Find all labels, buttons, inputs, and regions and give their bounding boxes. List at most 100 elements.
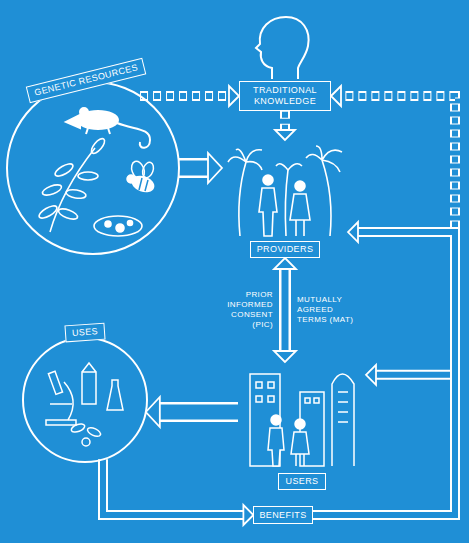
- users-drawing: [296, 454, 304, 466]
- head-silhouette: [256, 17, 309, 79]
- users-drawing: [256, 396, 262, 402]
- flow-arrow: [179, 153, 222, 183]
- arrow-fill: [313, 96, 455, 515]
- rat-drawing: [117, 123, 150, 148]
- flow-arrow: [146, 397, 238, 427]
- rat-drawing: [66, 108, 150, 148]
- arrow-fill: [313, 232, 455, 515]
- users-drawing: [314, 398, 319, 403]
- providers-drawing: [285, 170, 288, 236]
- users-drawing: [268, 382, 274, 388]
- providers-drawing: [322, 160, 331, 236]
- arrow-head: [331, 86, 341, 106]
- flow-arrow: [313, 365, 455, 515]
- node-label: USES: [64, 323, 105, 343]
- providers-drawing: [290, 194, 310, 220]
- providers-drawing: [295, 181, 305, 191]
- providers-drawing: [239, 162, 246, 236]
- providers-drawing: [263, 175, 273, 185]
- arrow-outline: [313, 232, 455, 515]
- arrow-fill: [159, 405, 238, 420]
- uses-drawing: [82, 438, 90, 446]
- arrow-outline: [140, 91, 230, 101]
- users-drawing: [338, 392, 348, 422]
- providers-drawing: [228, 149, 262, 170]
- knowledge-box: TRADITIONAL KNOWLEDGE: [239, 81, 331, 111]
- arrow-head: [229, 86, 239, 106]
- bee-drawing: [127, 159, 156, 194]
- note-box: MUTUALLY AGREED TERMS (MAT): [297, 295, 361, 325]
- head-silhouette: [256, 17, 309, 79]
- arrow-outline: [313, 375, 455, 515]
- petri-dish: [105, 221, 111, 227]
- arrow-fill: [179, 161, 209, 176]
- flow-arrow: [275, 111, 295, 140]
- node-label: BENEFITS: [259, 510, 306, 521]
- arrow-outline: [313, 96, 455, 515]
- providers-drawing: [296, 220, 304, 236]
- uses-drawing: [64, 382, 73, 420]
- users-drawing: [291, 432, 309, 454]
- arrow-head: [274, 258, 296, 269]
- rat-drawing: [66, 115, 80, 128]
- rat-drawing: [86, 128, 110, 134]
- arrow-outline: [103, 459, 244, 515]
- arrow-head: [274, 351, 296, 362]
- leaf-branch: [78, 172, 98, 180]
- users-drawing: [305, 398, 310, 403]
- arrow-fill: [282, 268, 289, 352]
- rat-drawing: [80, 108, 88, 116]
- providers-drawing: [259, 188, 277, 236]
- arrow-head: [275, 130, 295, 140]
- uses-circle: USES: [20, 318, 150, 466]
- arrow-fill: [282, 111, 288, 131]
- dashed-connectors: [140, 86, 455, 515]
- arrow-outline: [279, 268, 291, 352]
- leaf-branch: [41, 183, 63, 197]
- node-label: PROVIDERS: [250, 241, 321, 258]
- providers-drawing: [306, 146, 342, 172]
- arrow-head: [366, 365, 376, 385]
- node-label: GENETIC RESOURCES: [26, 58, 147, 103]
- providers-drawing: [276, 164, 302, 170]
- benefits-box: BENEFITS: [253, 506, 312, 525]
- uses-drawing: [86, 426, 102, 438]
- arrow-head: [243, 505, 253, 525]
- providers-drawing: [228, 146, 342, 236]
- users-drawing: [250, 374, 354, 466]
- node-label: USERS: [278, 473, 325, 490]
- arrow-fill: [103, 459, 244, 515]
- arrow-head: [348, 222, 358, 242]
- note-box: PRIOR INFORMED CONSENT (PIC): [209, 290, 273, 330]
- leaf-branch: [37, 137, 107, 232]
- petri-dish: [94, 216, 142, 236]
- leaf-branch: [89, 137, 107, 156]
- users-group: USERS: [238, 362, 366, 490]
- node-label: TRADITIONAL KNOWLEDGE: [245, 85, 325, 107]
- uses-drawing: [48, 371, 62, 394]
- uses-drawing: [70, 422, 86, 433]
- petri-dish: [94, 216, 142, 236]
- arrow-outline: [280, 111, 290, 131]
- providers-group: PROVIDERS: [222, 140, 348, 258]
- resource-circle: GENETIC RESOURCES: [4, 60, 184, 260]
- users-drawing: [268, 428, 284, 466]
- users-drawing: [332, 374, 354, 466]
- users-drawing: [271, 415, 281, 425]
- bee-drawing: [139, 178, 148, 191]
- uses-drawing: [46, 420, 76, 425]
- arrow-outline: [179, 158, 209, 178]
- arrow-note: MUTUALLY AGREED TERMS (MAT): [297, 295, 361, 325]
- petri-dish: [116, 224, 124, 232]
- uses-drawing: [50, 403, 72, 405]
- leaf-branch: [65, 188, 86, 199]
- petri-dish: [128, 221, 133, 226]
- users-drawing: [295, 419, 305, 429]
- circle-outline: [7, 82, 179, 254]
- uses-drawing: [82, 363, 96, 404]
- circle-outline: [23, 338, 147, 462]
- arrow-outline: [159, 402, 238, 422]
- flow-arrow: [313, 222, 455, 515]
- leaf-branch: [50, 148, 95, 232]
- arrow-note: PRIOR INFORMED CONSENT (PIC): [209, 290, 273, 330]
